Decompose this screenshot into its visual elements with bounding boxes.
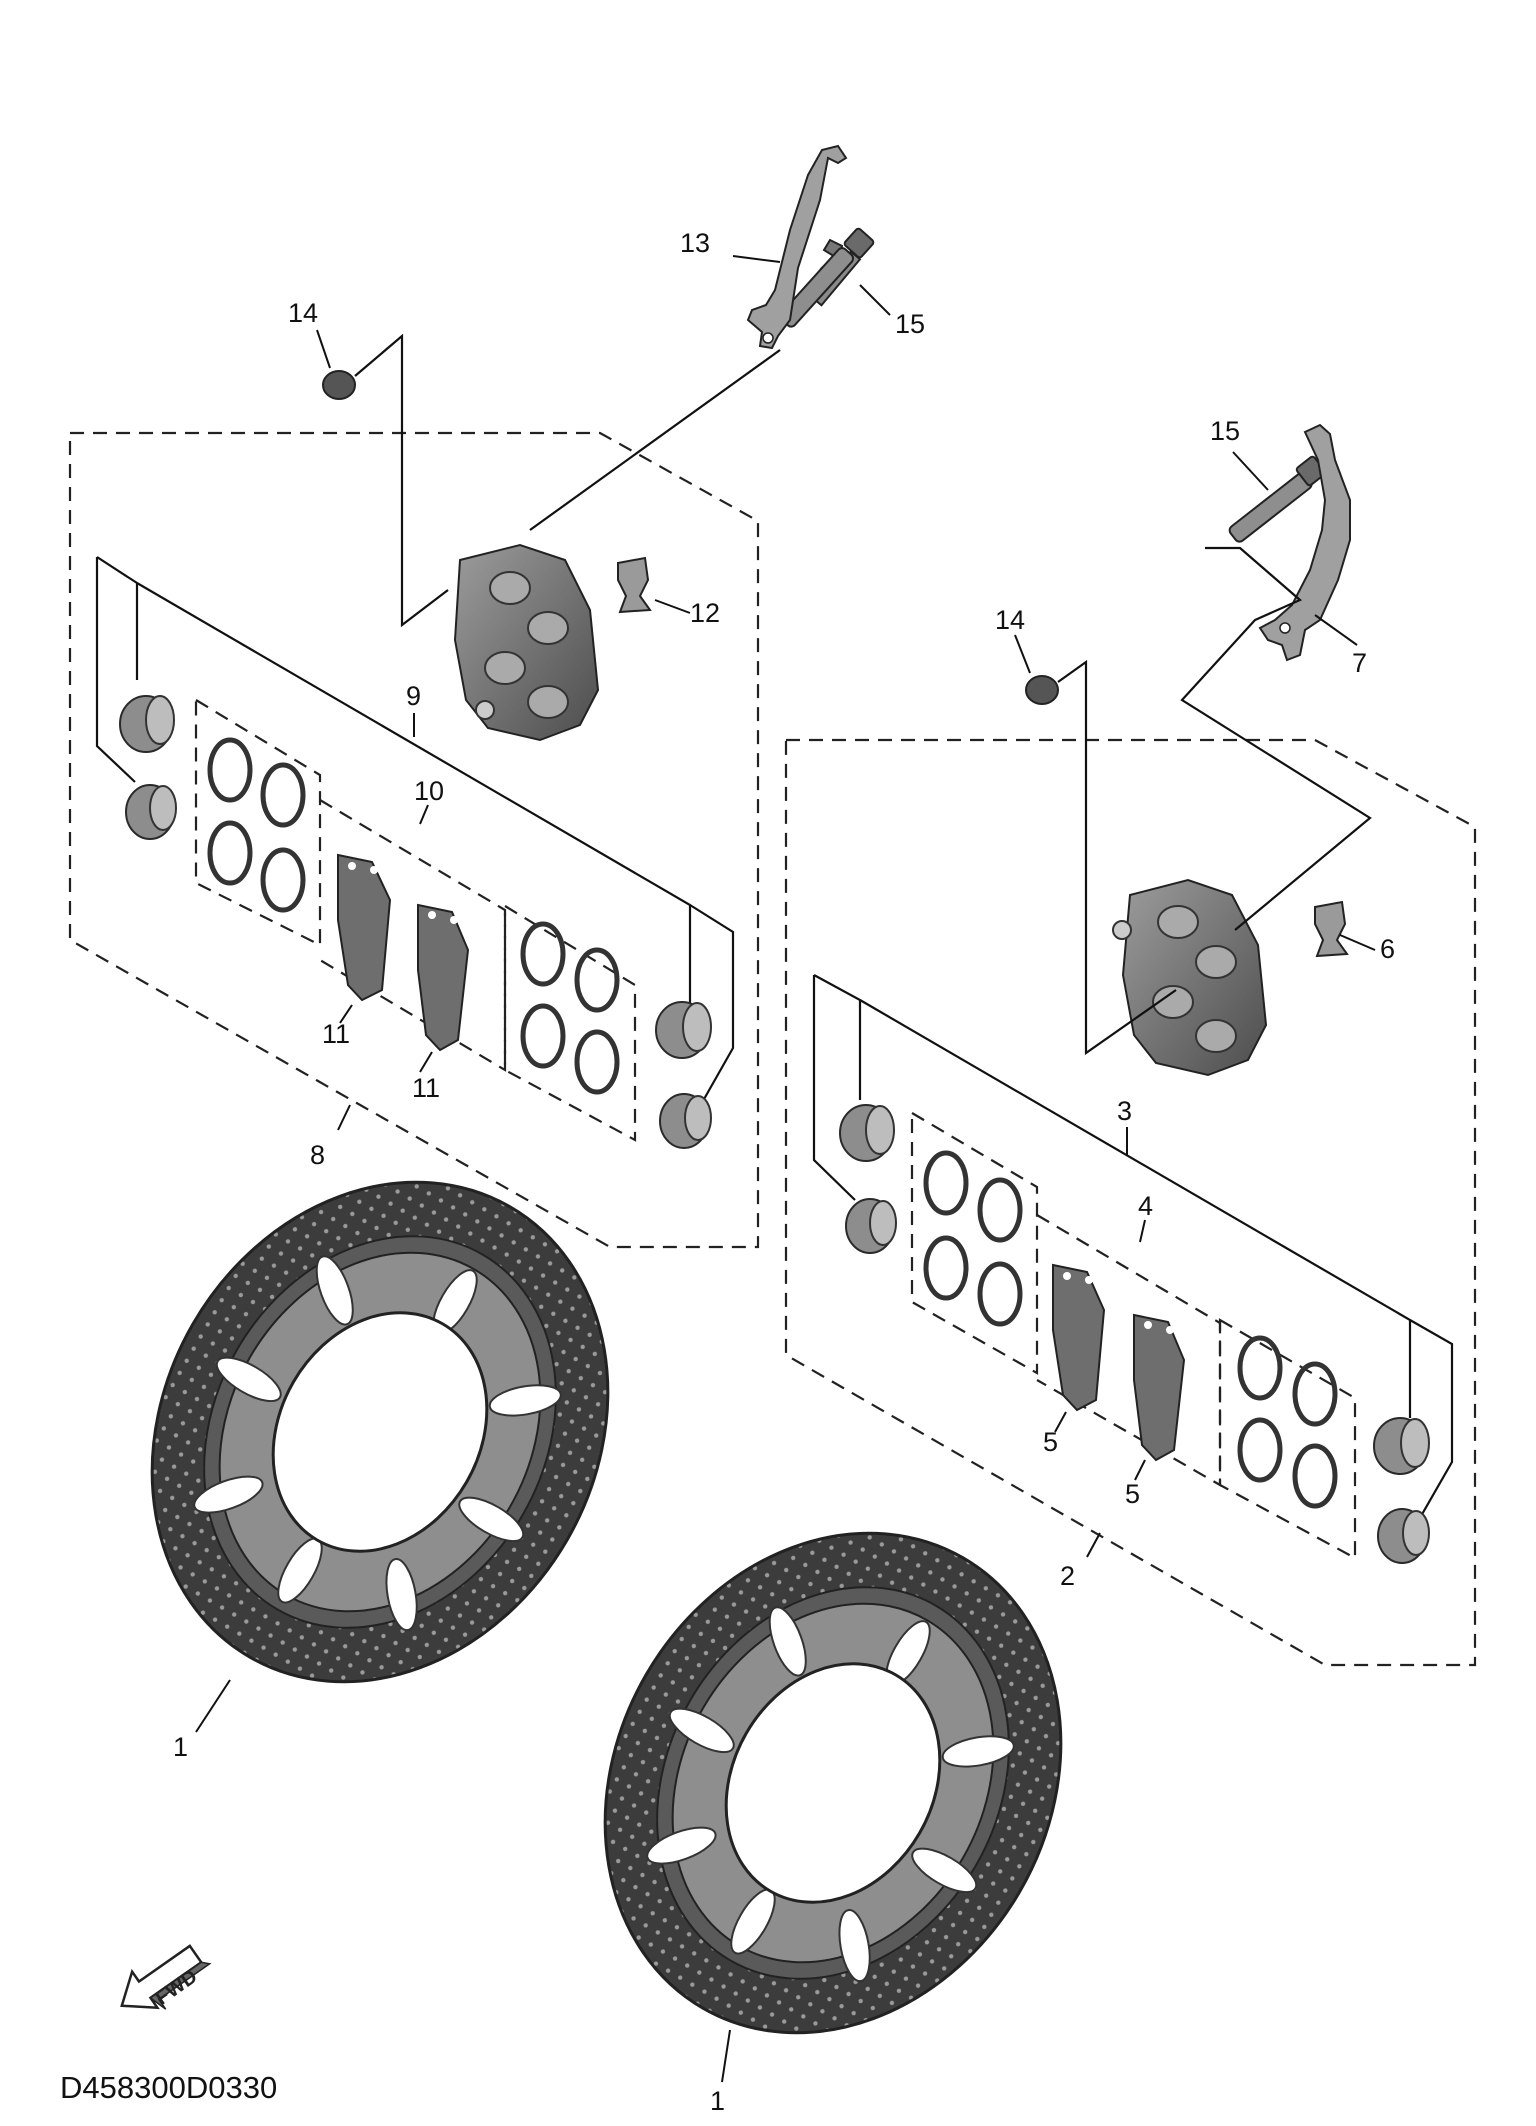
callout-3: 3 [1117,1096,1132,1126]
right-bleed-leader [1057,659,1177,1056]
left-piston-right-lower [659,1093,712,1149]
right-caliper-kit-outline [784,738,1477,1667]
callout-10: 10 [414,776,444,806]
right-pin-leader [1180,546,1372,931]
left-caliper-assembly [68,144,875,1249]
left-seal-rings-a [207,737,306,913]
callout-14-right: 14 [995,605,1025,635]
callout-1-right: 1 [710,2086,725,2116]
left-seal-rings-b [520,921,620,1095]
right-brake-disc [603,1531,1063,2035]
callout-2: 2 [1060,1561,1075,1591]
right-seal-group-outline-b [1218,1318,1357,1560]
left-brake-disc [150,1180,610,1684]
left-hose-bracket [746,144,848,350]
callout-9: 9 [406,681,421,711]
callout-7: 7 [1352,648,1367,678]
right-brake-pad-inner [1052,1263,1106,1412]
callout-14-left: 14 [288,298,318,328]
right-seal-group-outline-a [910,1111,1039,1375]
left-piston-right-upper [655,1001,712,1059]
left-piston-lower [125,784,177,840]
callout-11-second: 11 [412,1073,440,1103]
callout-5-second: 5 [1125,1479,1140,1509]
callout-11-first: 11 [322,1019,350,1049]
callout-leaders [195,255,1376,2083]
left-bleed-cap [322,370,356,400]
left-seal-group-outline-a [194,698,322,947]
callout-1-left: 1 [173,1732,188,1762]
callout-5-first: 5 [1043,1427,1058,1457]
left-bleed-leader [354,333,449,628]
callout-4: 4 [1138,1191,1153,1221]
callout-6: 6 [1380,934,1395,964]
callout-8: 8 [310,1140,325,1170]
right-hose-bracket [1258,423,1351,662]
fwd-indicator: FWD [120,1944,212,2010]
right-seal-rings-b [1237,1335,1338,1509]
right-piston-right-lower [1377,1508,1430,1564]
right-piston-lower [845,1198,897,1254]
left-seal-group-outline-b [503,904,637,1142]
right-pad-pin-bolt [1228,455,1327,543]
callout-15-right: 15 [1210,416,1240,446]
left-brake-pad-outer [417,903,470,1052]
right-caliper-assembly [784,423,1477,1667]
left-brake-pad-inner [337,853,392,1002]
right-seal-kit-bracket [812,974,1454,1531]
right-brake-pad-outer [1133,1313,1186,1462]
callout-numbers: 13 15 14 12 9 10 11 11 8 15 7 14 6 3 4 5… [173,228,1395,2116]
right-caliper-body [1112,878,1268,1077]
left-pad-spring [617,556,652,614]
right-bleed-cap [1025,675,1059,705]
left-caliper-body [453,543,600,742]
right-piston-right-upper [1373,1417,1430,1475]
left-piston-upper [119,695,175,753]
callout-12: 12 [690,598,720,628]
right-seal-rings-a [923,1150,1023,1327]
diagram-code: D458300D0330 [60,2070,277,2105]
right-piston-upper [839,1104,895,1162]
left-caliper-kit-outline [68,431,760,1249]
forward-arrow-icon [120,1944,212,2010]
callout-15-left: 15 [895,309,925,339]
left-seal-kit-bracket [95,556,735,1116]
callout-13: 13 [680,228,710,258]
right-pad-spring [1314,900,1349,958]
left-pin-leader [529,349,781,531]
